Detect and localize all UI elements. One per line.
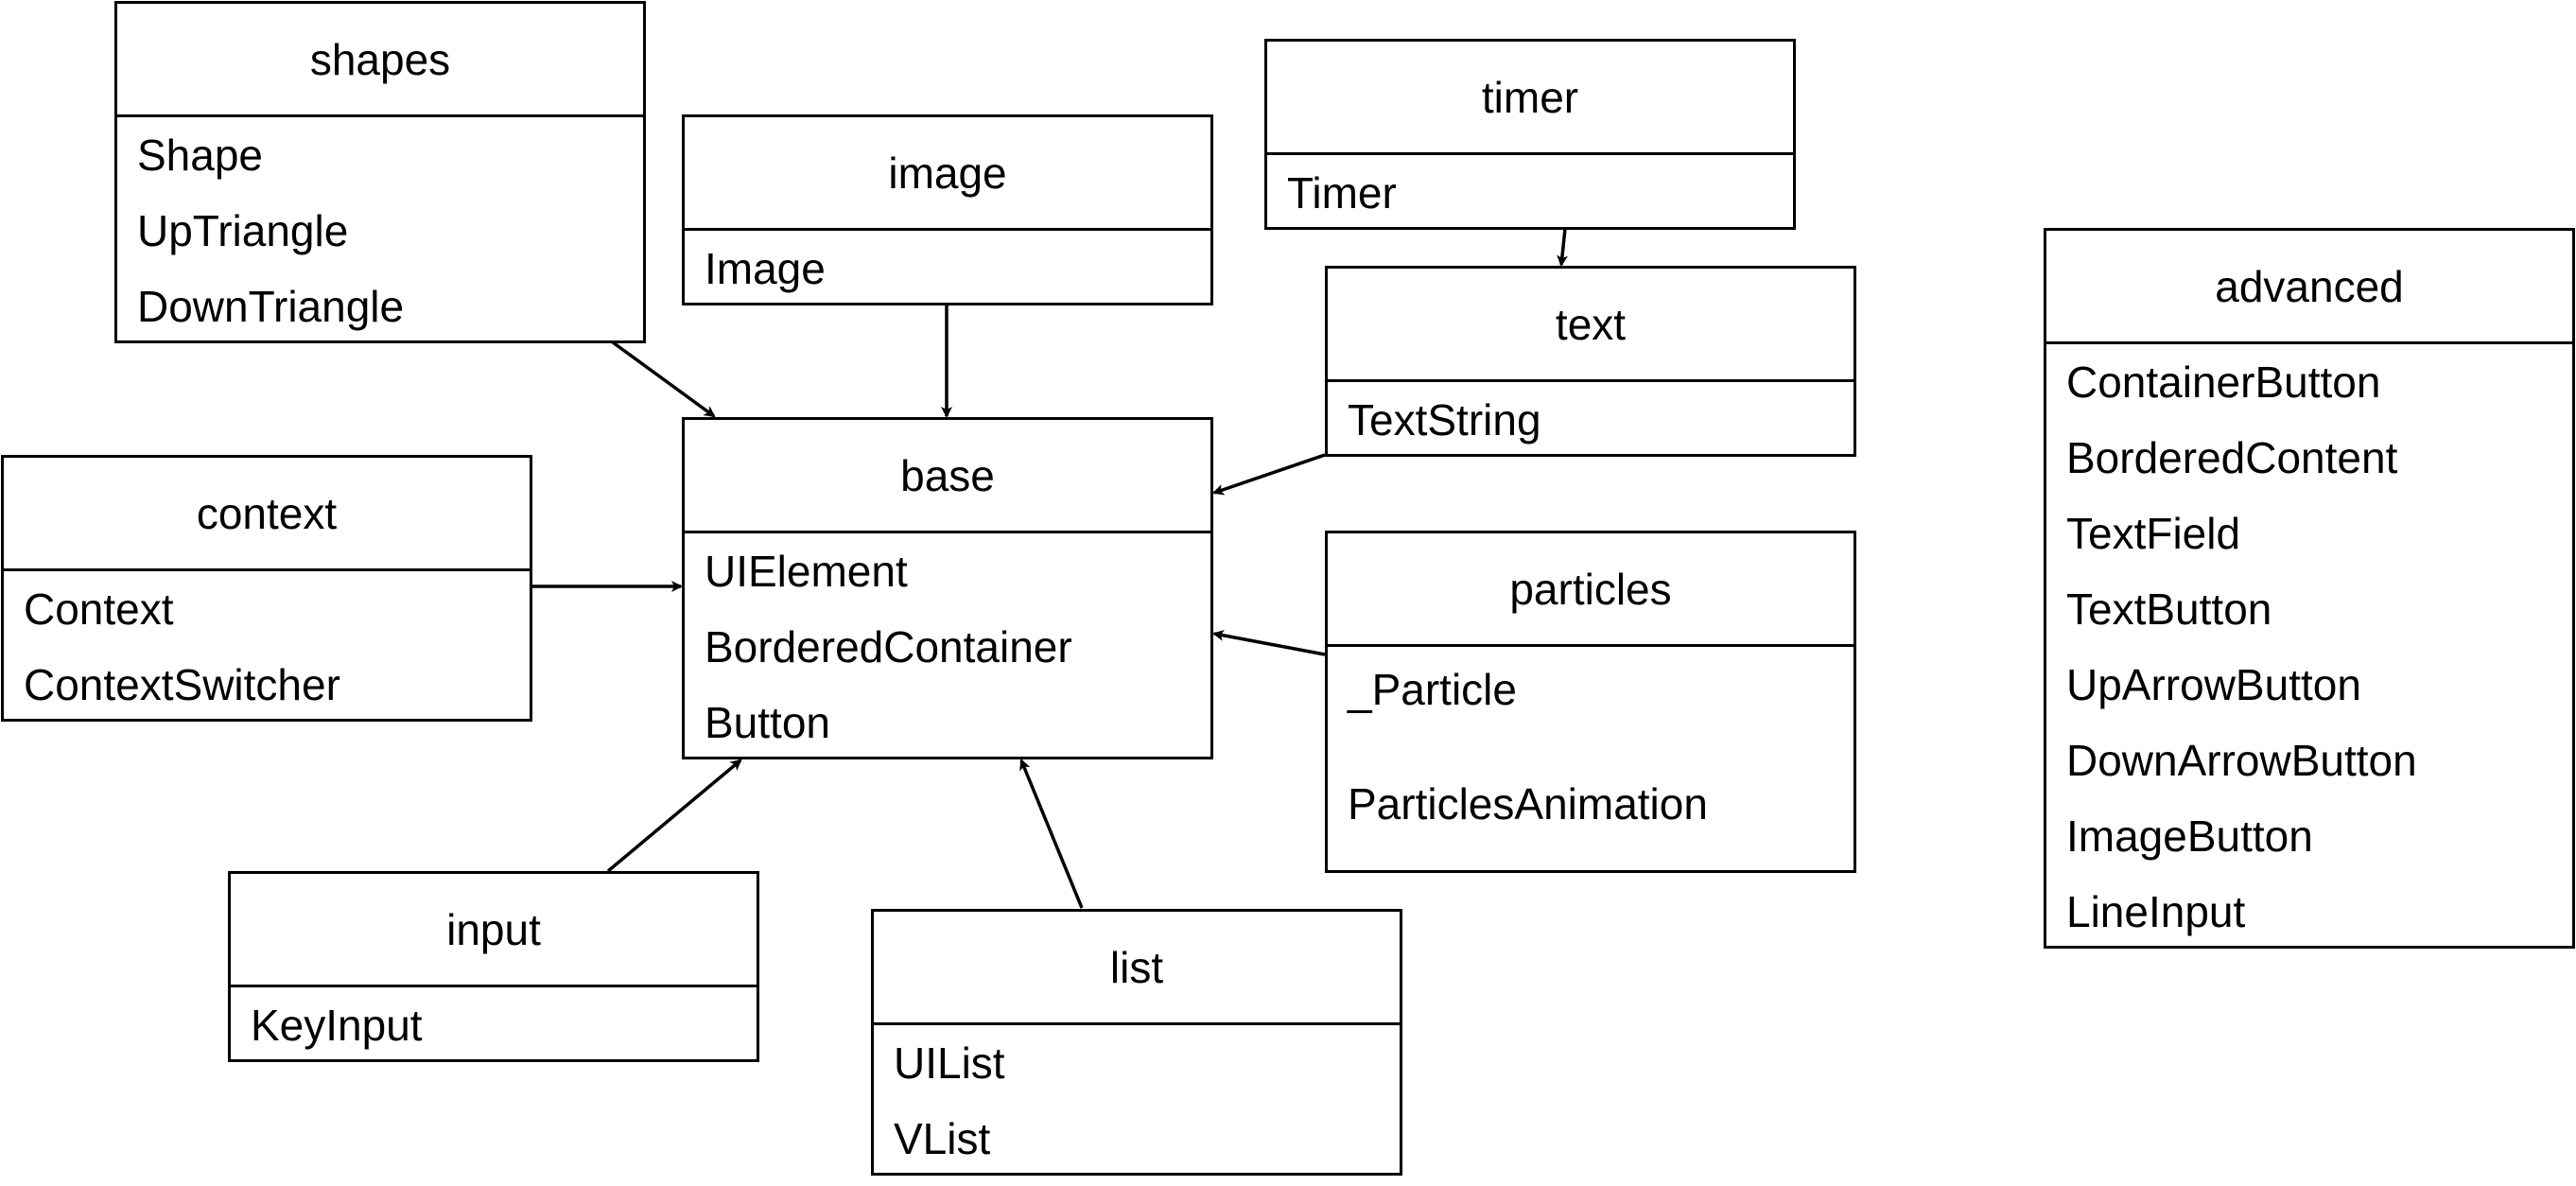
class-item: BorderedContainer — [705, 622, 1072, 671]
module-title-list: list — [874, 912, 1400, 1025]
module-title-image: image — [685, 117, 1210, 231]
class-item: Shape — [137, 131, 264, 180]
module-box-advanced: advanced ContainerButton BorderedContent… — [2044, 228, 2575, 949]
arrow-list-to-base — [1019, 759, 1084, 909]
module-title-timer: timer — [1267, 42, 1793, 155]
module-box-text: text TextString — [1325, 266, 1856, 457]
module-box-context: context Context ContextSwitcher — [1, 455, 532, 722]
module-box-base: base UIElement BorderedContainer Button — [682, 417, 1213, 759]
class-item: Button — [705, 698, 830, 747]
class-item: ContextSwitcher — [24, 660, 340, 709]
module-box-timer: timer Timer — [1264, 39, 1796, 230]
arrow-particles-to-base — [1212, 629, 1326, 656]
arrow-timer-to-text — [1557, 228, 1569, 267]
module-box-list: list UIList VList — [871, 909, 1402, 1176]
module-title-base: base — [685, 420, 1210, 533]
module-title-advanced: advanced — [2046, 231, 2572, 344]
arrow-input-to-base — [606, 759, 742, 873]
class-item: ContainerButton — [2066, 358, 2381, 407]
arrow-text-to-base — [1212, 453, 1326, 496]
class-item: ParticlesAnimation — [1348, 779, 1708, 828]
module-box-particles: particles _Particle ParticlesAnimation — [1325, 531, 1856, 873]
module-title-text: text — [1328, 269, 1854, 382]
class-item: TextField — [2066, 509, 2241, 558]
module-title-input: input — [231, 874, 757, 987]
class-item: TextButton — [2066, 584, 2272, 634]
class-item: Image — [705, 244, 826, 293]
module-title-particles: particles — [1328, 533, 1854, 647]
class-item: DownTriangle — [137, 282, 405, 331]
module-box-input: input KeyInput — [228, 871, 759, 1062]
class-item: UpArrowButton — [2066, 660, 2361, 709]
class-item: TextString — [1348, 395, 1541, 445]
class-item: Context — [24, 584, 174, 634]
class-item: UpTriangle — [137, 206, 349, 255]
module-box-image: image Image — [682, 114, 1213, 305]
arrow-shapes-to-base — [611, 340, 716, 418]
class-item: UIList — [894, 1038, 1005, 1088]
class-item: KeyInput — [251, 1001, 423, 1050]
class-item: VList — [894, 1114, 991, 1163]
class-item: UIElement — [705, 547, 908, 596]
class-item: _Particle — [1348, 665, 1517, 714]
module-box-shapes: shapes Shape UpTriangle DownTriangle — [114, 1, 646, 343]
class-item: Timer — [1287, 168, 1397, 218]
module-title-shapes: shapes — [117, 4, 643, 117]
class-item: DownArrowButton — [2066, 736, 2417, 785]
class-item: BorderedContent — [2066, 433, 2398, 482]
class-item: LineInput — [2066, 887, 2246, 936]
class-item: ImageButton — [2066, 811, 2313, 861]
module-title-context: context — [4, 458, 530, 571]
